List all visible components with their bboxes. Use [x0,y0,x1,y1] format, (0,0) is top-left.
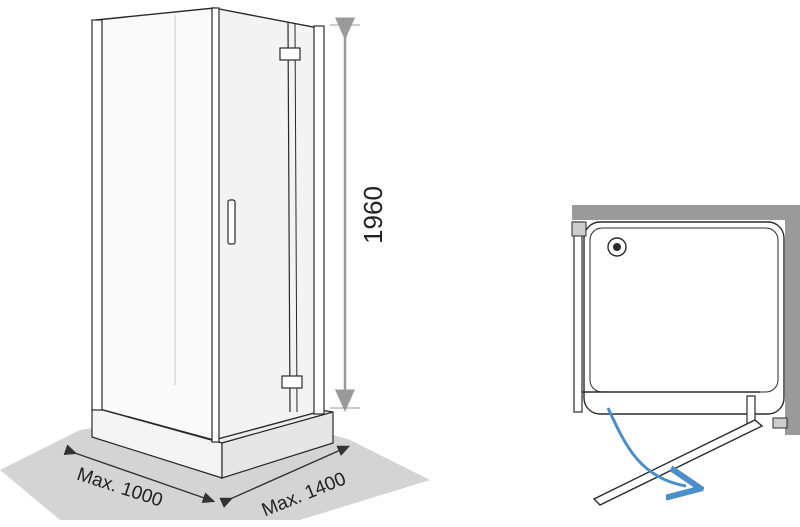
height-label: 1960 [358,186,388,244]
plan-left-profile [573,221,583,413]
corner-profile [211,7,220,443]
upper-hinge [279,47,301,61]
plan-open-door [592,419,764,506]
lower-hinge [281,375,303,389]
back-wall [572,205,800,220]
drain-center [613,243,621,251]
plan-hinge-profile [746,395,756,425]
depth-dimension-line [219,445,351,508]
width-dimension-line [63,444,216,503]
side-wall [785,205,800,435]
plan-view [571,205,800,506]
left-wall-profile [91,19,103,411]
door-edge [287,21,291,413]
door-handle [227,199,236,245]
door-edge-inner [294,22,298,413]
right-wall-profile [313,25,325,415]
plan-wall-bracket [571,221,587,237]
left-glass-panel [95,7,215,441]
enclosure-3d-view: 1960 Max. 1000 Max. 1400 [0,7,430,521]
plan-hinge-bracket [772,417,788,429]
door-swing-arrow [606,407,686,486]
